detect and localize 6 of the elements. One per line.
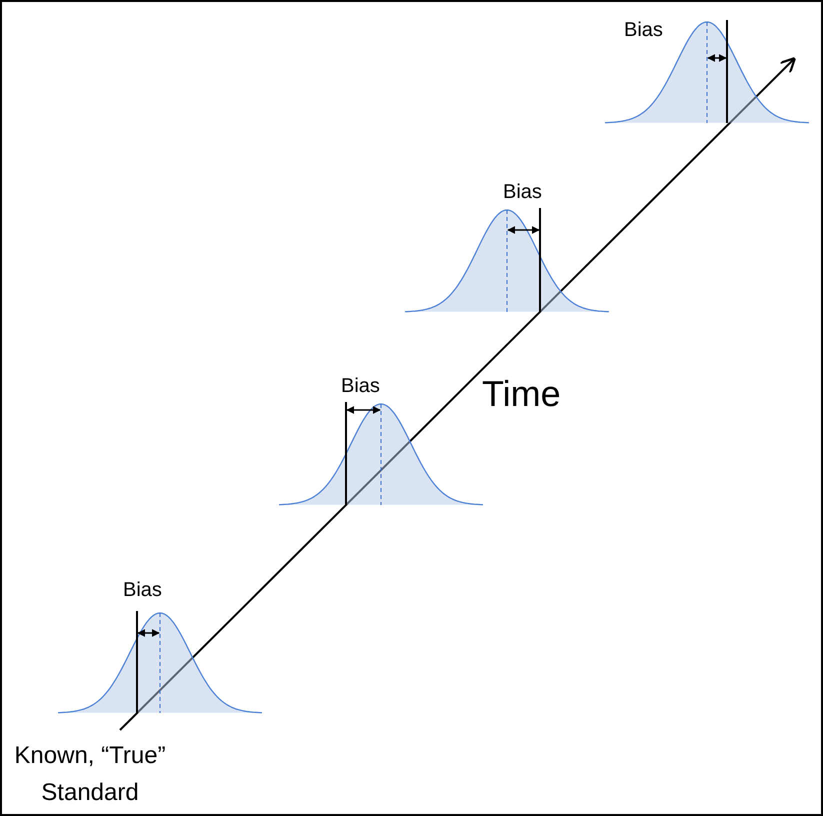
bias-label: Bias [341,374,380,398]
axis-label: Time [482,372,561,416]
bias-label: Bias [123,578,162,602]
bias-label: Bias [624,18,663,42]
bias-label: Bias [503,180,542,204]
standard-label: Known, “True” Standard [13,741,167,808]
